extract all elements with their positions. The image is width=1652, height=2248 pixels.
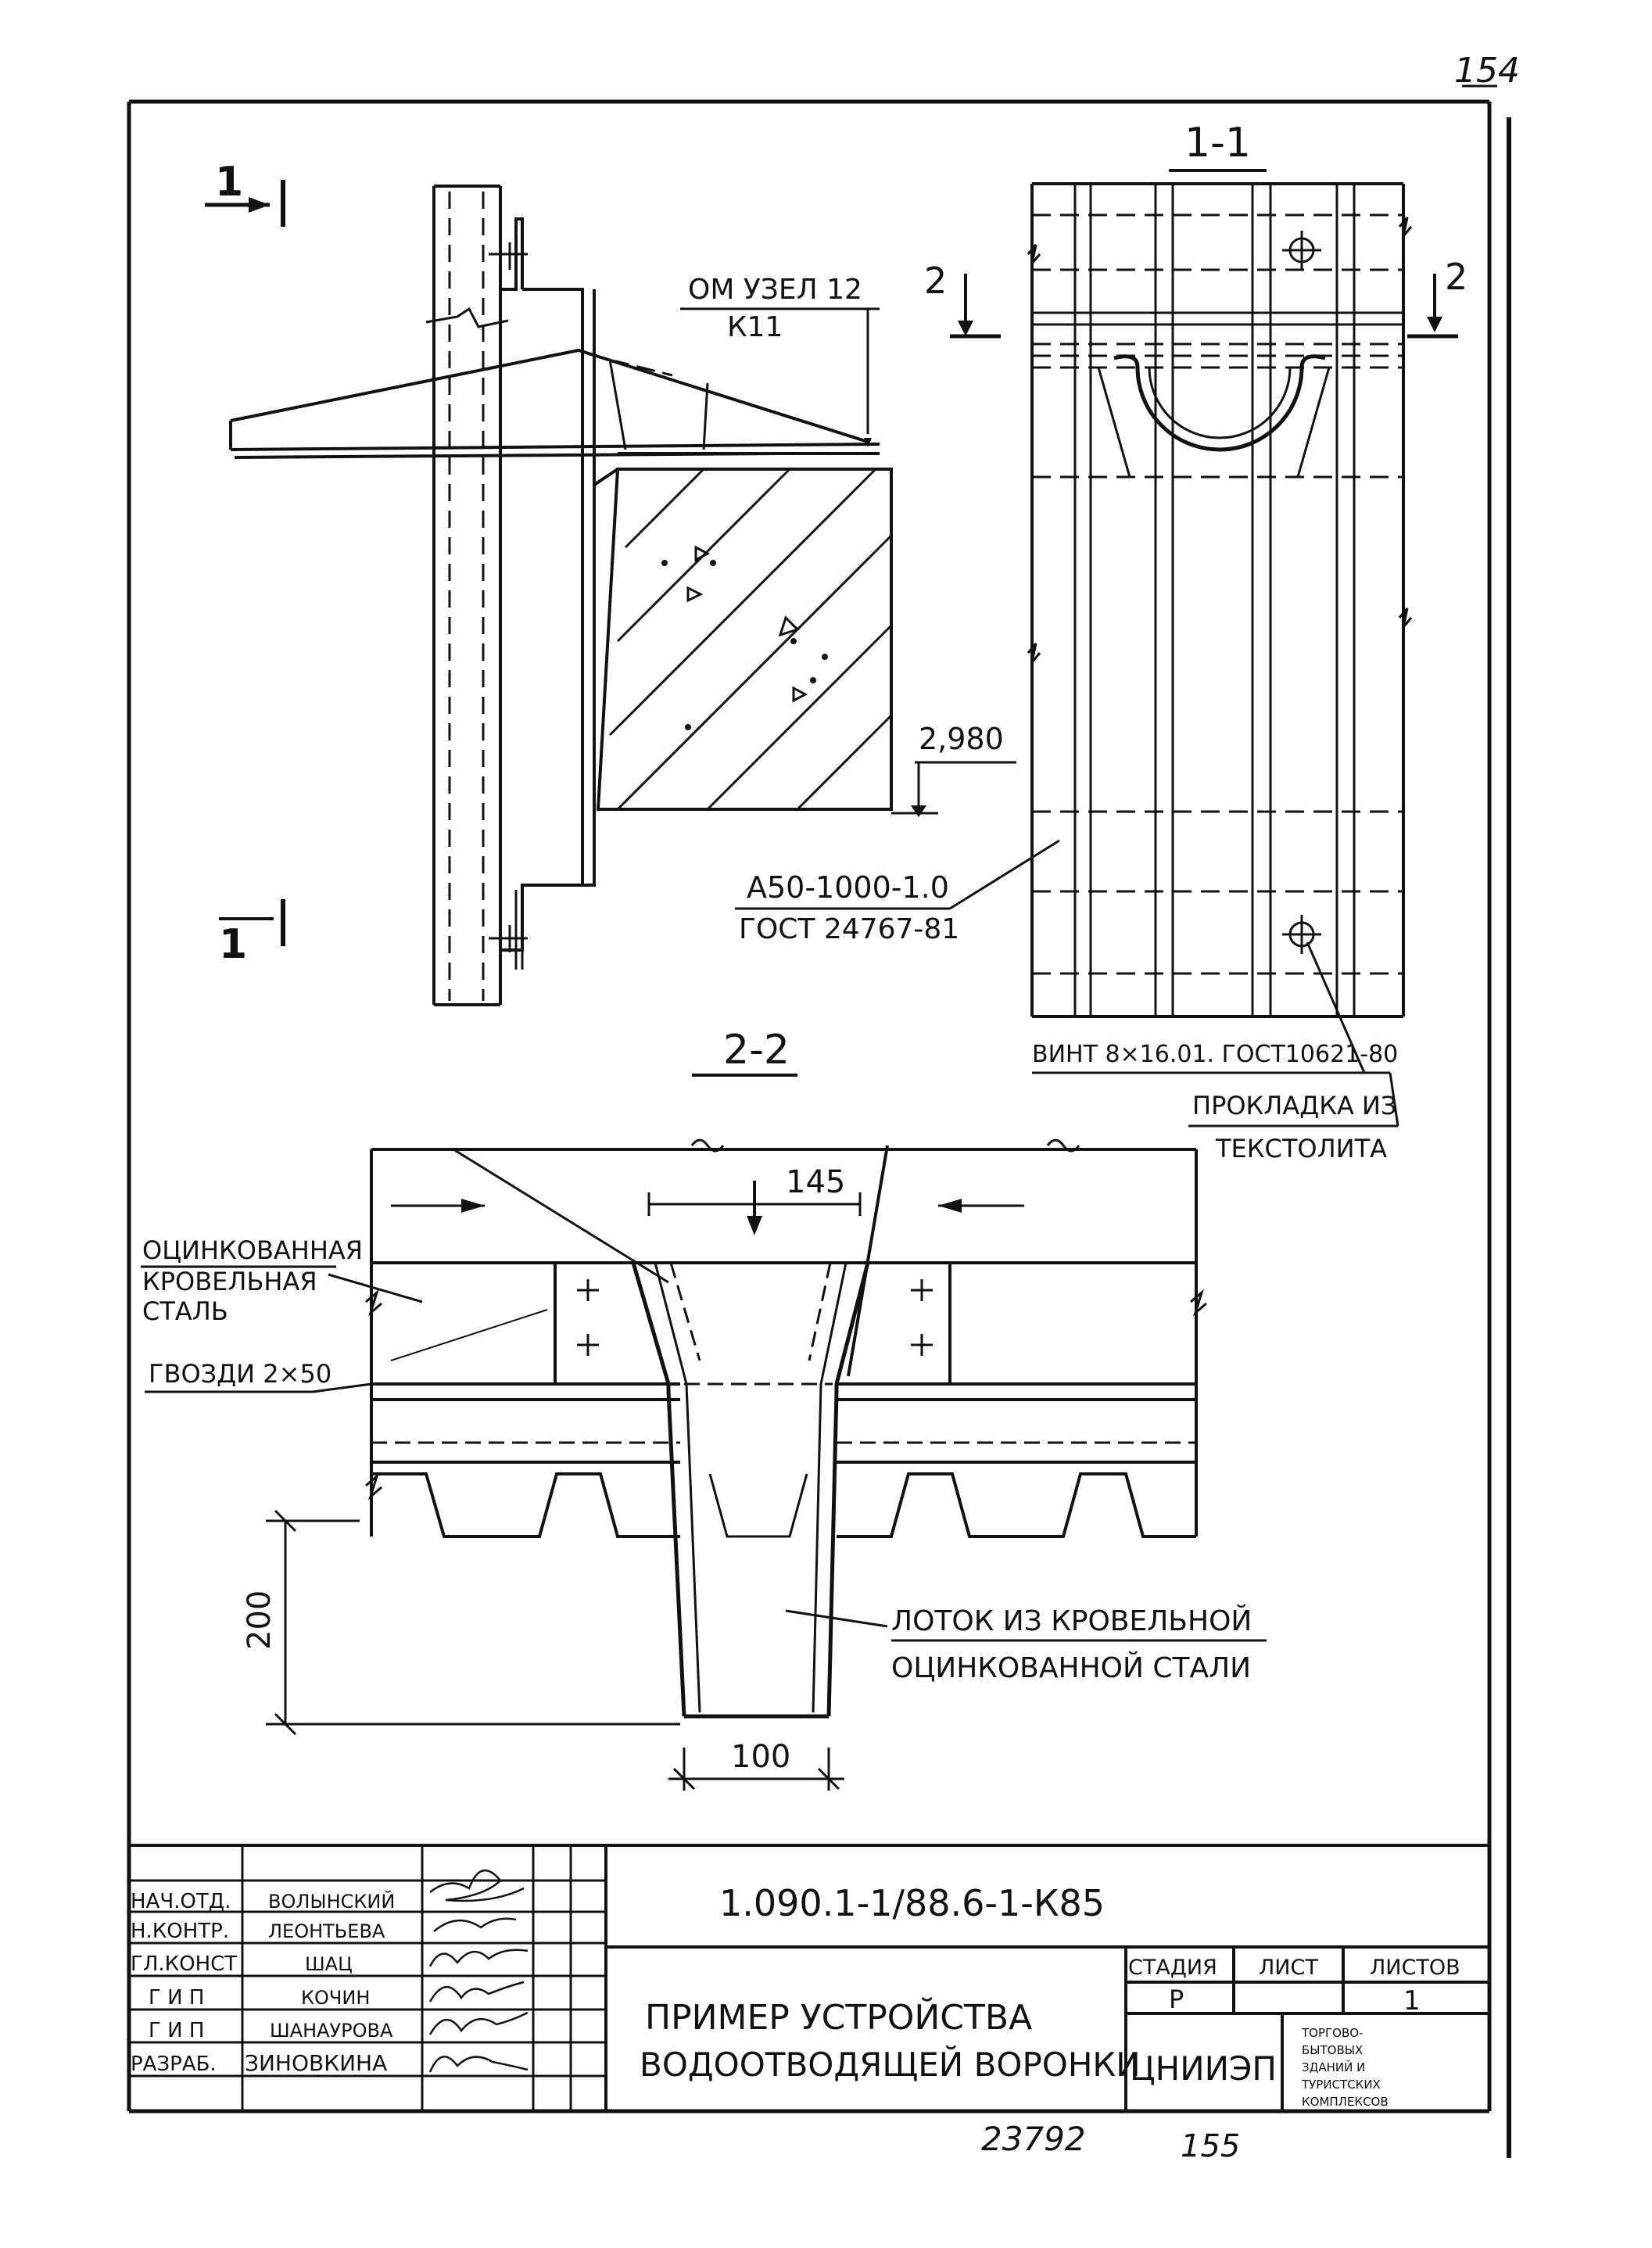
page-number-top: 154 (1454, 51, 1520, 91)
view-2-2: 2-2 (141, 1027, 1267, 1791)
role-5: Г И П (149, 2019, 204, 2042)
stage-value: Р (1169, 1984, 1184, 2014)
title-block: НАЧ.ОТД. Н.КОНТР. ГЛ.КОНСТ Г И П Г И П Р… (129, 1844, 1489, 2111)
gasket-callout-line1: ПРОКЛАДКА ИЗ (1192, 1091, 1396, 1120)
role-2: Н.КОНТР. (131, 1920, 229, 1943)
organization: ЦНИИЭП (1130, 2049, 1277, 2088)
section-marker-2-left: 2 (924, 260, 947, 302)
role-3: ГЛ.КОНСТ (131, 1952, 237, 1976)
dim-funnel-width: 145 (786, 1164, 845, 1200)
signatures (428, 1869, 529, 2073)
role-1: НАЧ.ОТД. (131, 1890, 231, 1913)
org-note-2: БЫТОВЫХ (1302, 2043, 1363, 2057)
sheets-value: 1 (1403, 1985, 1421, 2017)
sheet-callout-line1: А50-1000-1.0 (747, 870, 949, 905)
concrete-hatching (608, 468, 893, 811)
section-marker-1-top: 1 (215, 159, 243, 206)
name-2: ЛЕОНТЬЕВА (268, 1920, 385, 1942)
title-line1: ПРИМЕР УСТРОЙСТВА (645, 1996, 1032, 2038)
steel-callout-line3: СТАЛЬ (142, 1296, 228, 1326)
nails-callout: ГВОЗДИ 2×50 (149, 1359, 331, 1389)
gasket-callout-line2: ТЕКСТОЛИТА (1215, 1134, 1387, 1163)
document-code: 1.090.1-1/88.6-1-К85 (719, 1882, 1105, 1924)
section-2-2-title: 2-2 (723, 1027, 790, 1074)
sheets-header: ЛИСТОВ (1370, 1956, 1460, 1980)
elevation-label: 2,980 (919, 722, 1004, 756)
sheet-frame (127, 99, 1492, 2114)
section-1-1-title: 1-1 (1184, 120, 1251, 167)
org-note-5: КОМПЛЕКСОВ (1302, 2095, 1389, 2109)
name-4: КОЧИН (301, 1987, 370, 2009)
view-section-wall: 1 1 (205, 159, 1016, 1006)
dim-tray-width: 100 (731, 1739, 790, 1775)
org-note-4: ТУРИСТСКИХ (1301, 2078, 1381, 2092)
inventory-number: 23792 (981, 2120, 1086, 2158)
view-1-1: 1-1 (924, 120, 1467, 1018)
section-marker-1-bottom: 1 (219, 921, 247, 968)
section-marker-2-right: 2 (1445, 256, 1467, 298)
steel-callout-line1: ОЦИНКОВАННАЯ (142, 1235, 363, 1265)
name-6: ЗИНОВКИНА (245, 2050, 387, 2076)
stage-header: СТАДИЯ (1128, 1956, 1217, 1980)
name-3: ШАЦ (305, 1953, 353, 1975)
tray-callout-line2: ОЦИНКОВАННОЙ СТАЛИ (891, 1651, 1251, 1684)
org-note-3: ЗДАНИЙ И (1302, 2060, 1365, 2074)
steel-callout-line2: КРОВЕЛЬНАЯ (142, 1267, 317, 1296)
org-note-1: ТОРГОВО- (1301, 2026, 1363, 2040)
role-4: Г И П (149, 1986, 204, 2010)
node-ref-line1: ОМ УЗЕЛ 12 (688, 274, 862, 306)
bottom-page-number: 155 (1181, 2128, 1240, 2164)
dim-tray-depth: 200 (242, 1590, 278, 1650)
sheet-callout-line2: ГОСТ 24767-81 (739, 913, 959, 945)
role-6: РАЗРАБ. (131, 2053, 217, 2076)
sheet-header: ЛИСТ (1259, 1956, 1318, 1980)
node-ref-line2: К11 (727, 311, 783, 343)
name-5: ШАНАУРОВА (270, 2020, 393, 2042)
screw-callout: ВИНТ 8×16.01. ГОСТ10621-80 (1032, 1041, 1398, 1068)
title-line2: ВОДООТВОДЯЩЕЙ ВОРОНКИ (640, 2045, 1141, 2084)
tray-callout-line1: ЛОТОК ИЗ КРОВЕЛЬНОЙ (891, 1604, 1252, 1637)
name-1: ВОЛЫНСКИЙ (268, 1890, 395, 1913)
